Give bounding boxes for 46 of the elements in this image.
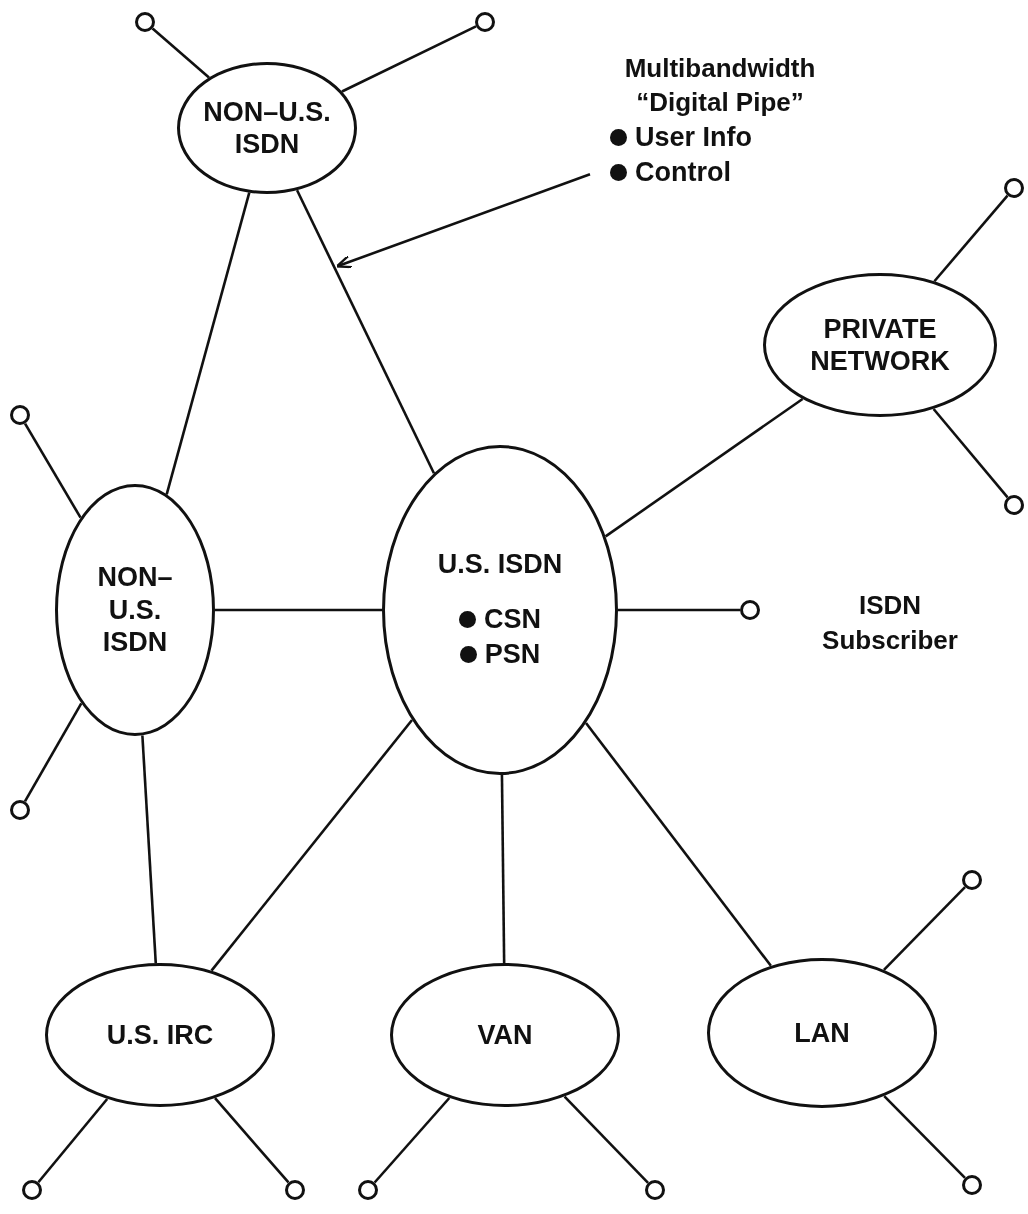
connector-line (151, 27, 210, 79)
connector-line (883, 1095, 966, 1179)
connector-line (23, 702, 83, 802)
terminal-circle (10, 405, 30, 425)
terminal-circle (1004, 178, 1024, 198)
terminal-circle (962, 870, 982, 890)
connector-line (500, 774, 506, 963)
terminal-circle (358, 1180, 378, 1200)
annotation-title: Multibandwidth “Digital Pipe” (623, 52, 817, 119)
terminal-circle (285, 1180, 305, 1200)
terminal-circle (475, 12, 495, 32)
network-label: VAN (476, 1018, 534, 1052)
terminal-circle (10, 800, 30, 820)
terminal-circle (962, 1175, 982, 1195)
connector-line (563, 1095, 649, 1184)
connector-line (604, 397, 804, 538)
terminal-caption: ISDN Subscriber (821, 589, 959, 658)
network-label: U.S. ISDN (436, 547, 564, 581)
bullet-text: Control (635, 155, 731, 189)
connector-line (141, 735, 158, 964)
connector-line (618, 608, 740, 612)
network-label: NON–U.S. ISDN (202, 95, 332, 161)
connector-line (373, 1097, 451, 1184)
connector-line (883, 886, 966, 971)
connector-line (210, 719, 414, 972)
network-label: LAN (793, 1016, 851, 1050)
terminal-circle (645, 1180, 665, 1200)
leader-arrow (335, 173, 591, 269)
terminal-circle (740, 600, 760, 620)
network-label: PRIVATE NETWORK (809, 312, 951, 378)
connector-line (932, 408, 1009, 499)
service-label: PSN (484, 638, 541, 672)
terminal-circle (1004, 495, 1024, 515)
connector-line (37, 1098, 109, 1184)
bullet-text: User Info (635, 120, 753, 154)
connector-line (584, 722, 772, 967)
connector-line (215, 608, 382, 612)
connector-line (165, 192, 251, 495)
connector-line (23, 422, 82, 519)
network-label: NON–U.S. ISDN (96, 561, 174, 659)
service-label: CSN (484, 603, 541, 637)
terminal-circle (135, 12, 155, 32)
connector-line (933, 194, 1009, 283)
connector-line (214, 1097, 290, 1184)
terminal-circle (22, 1180, 42, 1200)
network-label: U.S. IRC (105, 1018, 215, 1052)
